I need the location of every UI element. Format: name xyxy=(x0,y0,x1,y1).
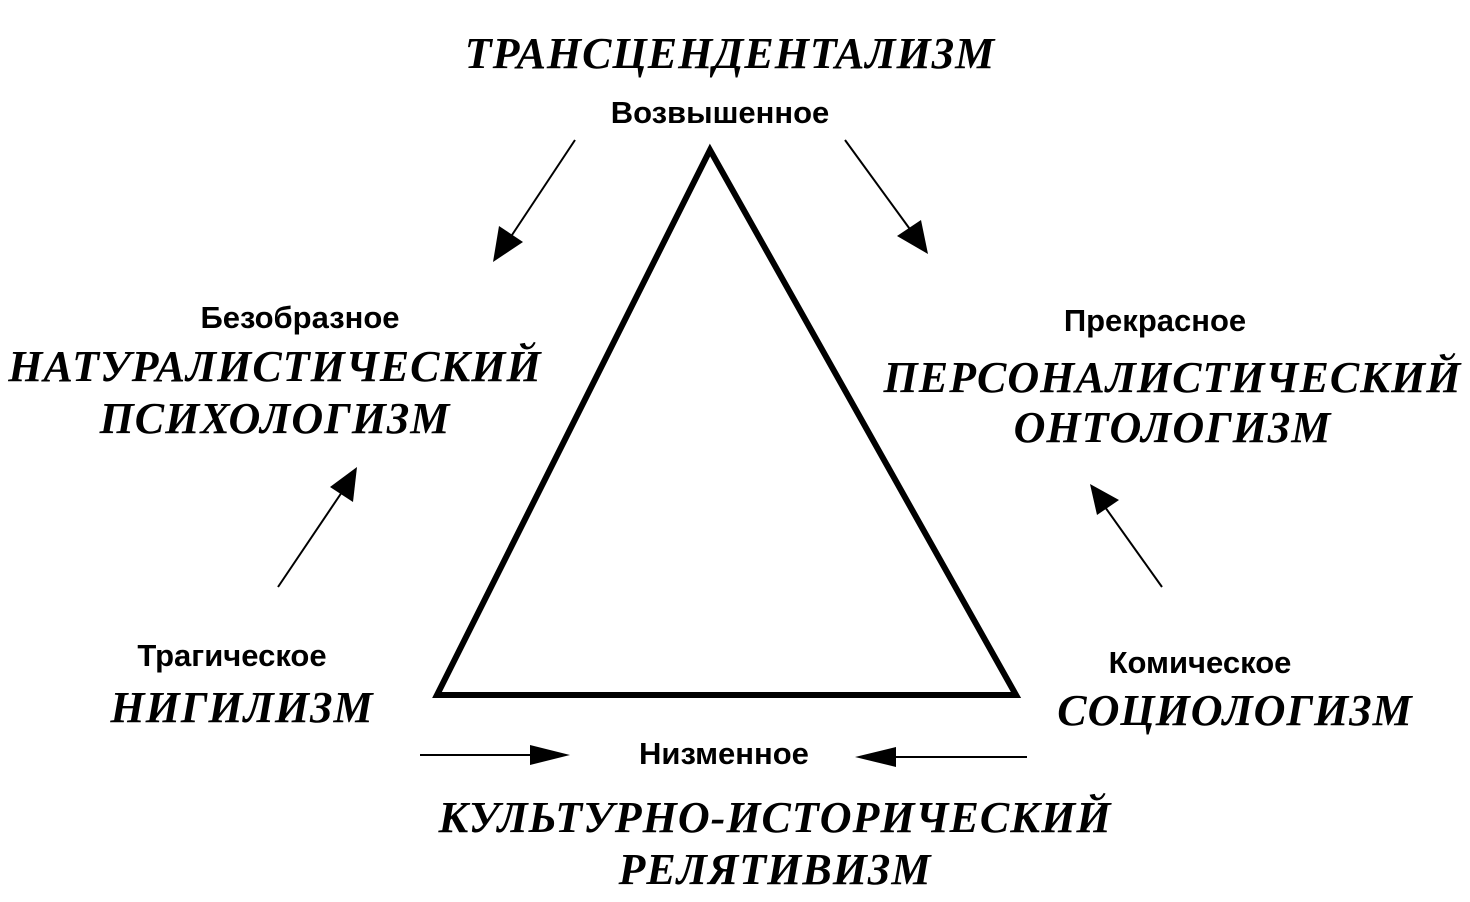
upper-right-school-line1: ПЕРСОНАЛИСТИЧЕСКИЙ xyxy=(883,353,1462,402)
bottom-school-line1: КУЛЬТУРНО-ИСТОРИЧЕСКИЙ xyxy=(438,793,1112,842)
lower-left-school-label: НИГИЛИЗМ xyxy=(110,683,374,732)
lower-right-category-label: Комическое xyxy=(1108,645,1292,680)
top-category-label: Возвышенное xyxy=(610,95,830,130)
central-triangle xyxy=(432,143,1022,698)
arrow-lower-left-to-bottom xyxy=(420,745,570,765)
upper-left-school-line1: НАТУРАЛИСТИЧЕСКИЙ xyxy=(8,342,542,391)
upper-right-school-line2: ОНТОЛОГИЗМ xyxy=(1013,403,1332,452)
arrow-top-to-upper-right xyxy=(844,139,928,254)
bottom-category-label: Низменное xyxy=(639,736,809,771)
top-school-label: ТРАНСЦЕНДЕНТАЛИЗМ xyxy=(464,29,996,78)
arrow-lower-right-to-bottom xyxy=(855,747,1027,767)
arrow-lower-left-to-upper-left xyxy=(277,467,357,588)
upper-right-category-label: Прекрасное xyxy=(1063,303,1247,338)
lower-left-category-label: Трагическое xyxy=(137,638,327,673)
upper-left-category-label: Безобразное xyxy=(200,300,400,335)
bottom-school-line2: РЕЛЯТИВИЗМ xyxy=(618,845,932,894)
upper-left-school-line2: ПСИХОЛОГИЗМ xyxy=(99,394,451,443)
lower-right-school-label: СОЦИОЛОГИЗМ xyxy=(1057,686,1413,735)
arrow-top-to-upper-left xyxy=(493,139,576,262)
arrow-lower-right-to-upper-right xyxy=(1090,484,1163,588)
